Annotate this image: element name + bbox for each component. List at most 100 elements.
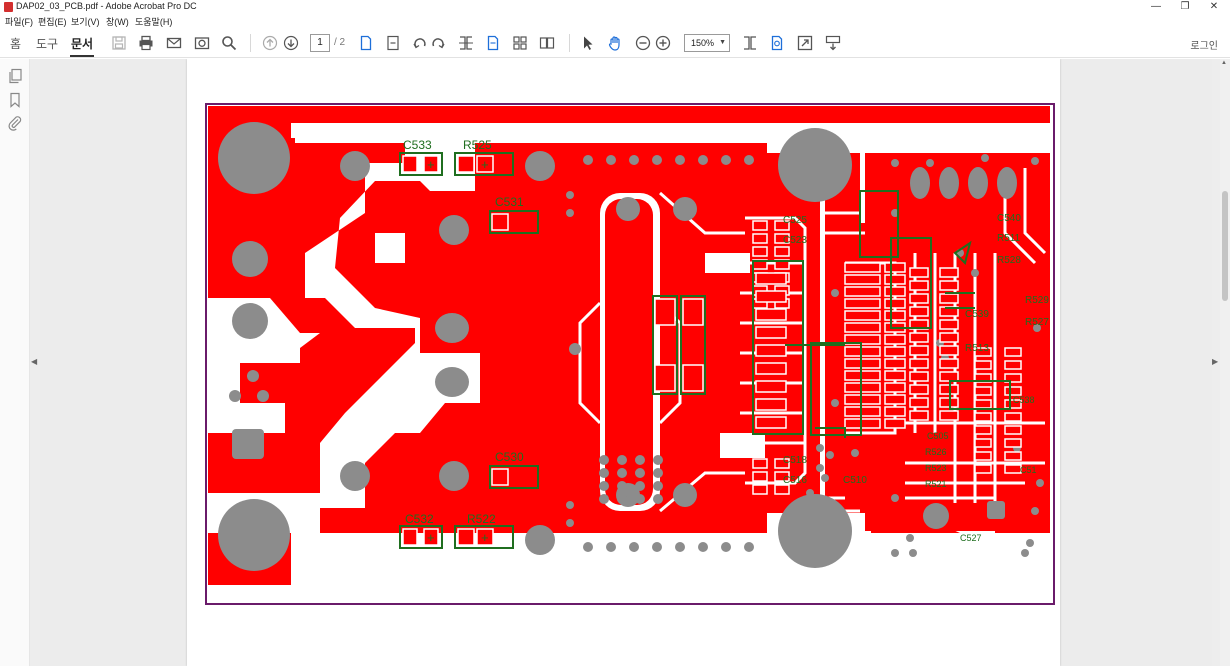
smd-pad: [752, 233, 768, 244]
page-layout-icon[interactable]: [485, 35, 501, 51]
page-thumbnails-icon[interactable]: [7, 68, 23, 84]
rotate-ccw-icon[interactable]: [412, 35, 428, 51]
zoom-in-icon[interactable]: [655, 35, 671, 51]
hand-tool-icon[interactable]: [607, 35, 623, 51]
menu-edit[interactable]: 편집(E): [38, 17, 67, 27]
via: [229, 390, 241, 402]
menu-view[interactable]: 보기(V): [71, 17, 100, 27]
smd-pad: [476, 528, 494, 546]
via: [675, 155, 685, 165]
smd-pad: [844, 394, 881, 405]
smd-pad: [844, 418, 881, 429]
fit-width-icon[interactable]: [742, 35, 758, 51]
pdf-page: C533 R525 C531 C530 C532 R522 C525 C523 …: [187, 59, 1060, 666]
label-c510: C510: [843, 475, 867, 486]
drill: [439, 461, 469, 491]
bookmark-icon[interactable]: [7, 92, 23, 108]
smd-pad: [939, 280, 959, 291]
right-pane-toggle[interactable]: ▶: [1212, 59, 1220, 666]
scroll-up-arrow-icon[interactable]: ▲: [1221, 60, 1227, 66]
zoom-out-icon[interactable]: [635, 35, 651, 51]
drill: [987, 501, 1005, 519]
smd-pad: [974, 360, 992, 370]
close-button[interactable]: ✕: [1209, 1, 1219, 12]
marquee-zoom-icon[interactable]: [769, 35, 785, 51]
scroll-mode-icon[interactable]: [825, 35, 841, 51]
smd-pad: [884, 262, 906, 273]
menu-window[interactable]: 창(W): [106, 17, 129, 27]
tab-home[interactable]: 홈: [10, 37, 22, 51]
via: [635, 455, 645, 465]
smd-pad: [844, 286, 881, 297]
label-r529: R529: [1025, 295, 1049, 306]
full-screen-icon[interactable]: [797, 35, 813, 51]
smd-pad: [884, 286, 906, 297]
label-c525: C525: [783, 215, 807, 226]
via: [566, 191, 574, 199]
document-viewport[interactable]: C533 R525 C531 C530 C532 R522 C525 C523 …: [40, 59, 1212, 666]
via: [816, 444, 824, 452]
fit-page-icon[interactable]: [385, 35, 401, 51]
via: [653, 455, 663, 465]
menu-help[interactable]: 도움말(H): [135, 17, 173, 27]
via: [891, 159, 899, 167]
zoom-level-select[interactable]: 150%▼: [684, 34, 730, 52]
via: [1031, 507, 1039, 515]
print-icon[interactable]: [138, 35, 154, 51]
drill: [439, 215, 469, 245]
tab-document[interactable]: 문서: [71, 37, 94, 51]
two-page-view-icon[interactable]: [539, 35, 555, 51]
via: [698, 155, 708, 165]
single-page-view-icon[interactable]: [358, 35, 374, 51]
email-icon[interactable]: [166, 35, 182, 51]
drill: [435, 367, 469, 397]
previous-page-icon[interactable]: [262, 35, 278, 51]
save-icon[interactable]: [111, 35, 127, 51]
smd-pad: [755, 308, 787, 321]
via: [652, 155, 662, 165]
smd-pad: [884, 394, 906, 405]
smd-pad: [909, 267, 929, 278]
label-c531: C531: [495, 195, 524, 209]
footprint-c533: [399, 152, 443, 176]
snapshot-icon[interactable]: [194, 35, 210, 51]
left-pane-toggle[interactable]: ◀: [30, 59, 40, 666]
smd-pad: [654, 298, 676, 326]
polarity-mark: +: [427, 157, 435, 172]
via: [635, 481, 645, 491]
menu-file[interactable]: 파일(F): [5, 17, 34, 27]
minimize-button[interactable]: —: [1151, 1, 1161, 12]
rotate-cw-icon[interactable]: [430, 35, 446, 51]
via: [566, 209, 574, 217]
split-page-icon[interactable]: [458, 35, 474, 51]
search-icon[interactable]: [221, 35, 237, 51]
smd-pad: [682, 298, 704, 326]
smd-pad: [755, 272, 787, 285]
smd-pad: [654, 364, 676, 392]
scrollbar-thumb[interactable]: [1222, 191, 1228, 301]
smd-pad: [844, 358, 881, 369]
smd-pad: [974, 412, 992, 422]
two-up-scroll-icon[interactable]: [512, 35, 528, 51]
restore-button[interactable]: ❐: [1180, 1, 1190, 12]
via: [606, 155, 616, 165]
smd-pad: [1004, 451, 1022, 461]
navigation-pane: [0, 59, 30, 666]
login-link[interactable]: 로그인: [1190, 41, 1218, 52]
page-number-input[interactable]: 1: [310, 34, 330, 52]
tab-tools[interactable]: 도구: [36, 37, 59, 51]
drill: [910, 167, 930, 199]
smd-pad: [974, 386, 992, 396]
select-cursor-icon[interactable]: [580, 35, 596, 51]
footprint-res-array: [890, 237, 932, 329]
smd-pad: [844, 262, 881, 273]
smd-pad: [755, 380, 787, 393]
vertical-scrollbar[interactable]: ▲: [1220, 59, 1230, 666]
polarity-mark: +: [481, 530, 489, 545]
next-page-icon[interactable]: [283, 35, 299, 51]
smd-pad: [774, 246, 790, 257]
attachment-icon[interactable]: [7, 115, 23, 131]
via: [971, 269, 979, 277]
label-c51: C51: [1020, 465, 1037, 475]
smd-pad: [844, 322, 881, 333]
